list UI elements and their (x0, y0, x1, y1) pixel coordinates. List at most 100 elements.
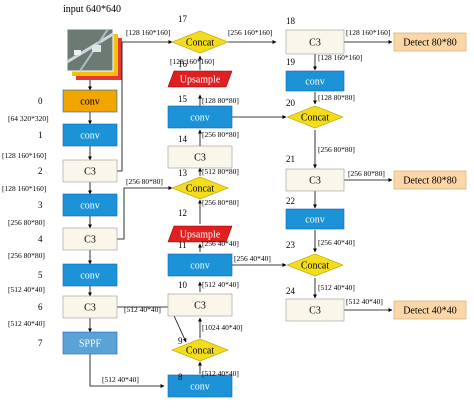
block-label: C3 (309, 176, 321, 187)
block-index: 16 (178, 59, 188, 69)
dimension-label: [128 160*160] (346, 28, 390, 37)
concat-diamond (171, 338, 229, 362)
block-index: 12 (178, 208, 187, 218)
dimension-label: [128 80*80] (318, 93, 355, 102)
block-label: conv (80, 97, 99, 108)
concat-diamond (171, 176, 229, 200)
c3-box (285, 298, 345, 322)
dimension-label: [256 40*40] (318, 238, 355, 247)
dimension-label: [512 40*40] (8, 319, 45, 328)
dimension-label: [256 80*80] (202, 130, 239, 139)
detect-label: Detect 80*80 (403, 176, 457, 187)
block-label: C3 (84, 167, 96, 178)
detect-head: Detect 40*40 (393, 300, 467, 320)
conv-box (62, 263, 118, 287)
block-index: 21 (286, 154, 295, 164)
block-index: 23 (286, 240, 296, 250)
dimension-label: [512 40*40] (102, 375, 139, 384)
block-index: 7 (38, 338, 43, 348)
block-label: Upsample (180, 75, 221, 86)
block-label: conv (80, 271, 99, 282)
concat-diamond (286, 105, 344, 129)
block-label: Concat (301, 113, 330, 124)
dimension-label: [128 80*80] (202, 96, 239, 105)
block-label: SPPF (79, 339, 102, 350)
block-16: Upsample 16 (167, 59, 233, 88)
dimension-label: [128 160*160] (126, 28, 170, 37)
dimension-label: [128 160*160] (2, 151, 46, 160)
block-label: conv (80, 201, 99, 212)
dimension-label: [512 40*40] (318, 283, 355, 292)
c3-box (285, 168, 345, 192)
conv-box (167, 374, 233, 398)
dimension-label: [1024 40*40] (202, 323, 243, 332)
detect-box (393, 300, 467, 320)
concat-diamond (171, 30, 229, 54)
input-image (66, 28, 122, 80)
block-index: 11 (178, 240, 187, 250)
block-label: C3 (194, 153, 206, 164)
block-label: conv (190, 113, 209, 124)
dimension-label: [128 160*160] (318, 53, 362, 62)
block-index: 10 (178, 280, 188, 290)
c3-box (167, 293, 233, 317)
dimension-label: [256 40*40] (234, 254, 271, 263)
block-index: 18 (286, 16, 296, 26)
dimension-label: [128 160*160] (2, 184, 46, 193)
detect-head: Detect 80*80 (393, 170, 467, 190)
dimension-label: [128 160*160] (170, 57, 214, 66)
block-label: Concat (186, 346, 215, 357)
block-index: 22 (286, 196, 295, 206)
detect-box (393, 170, 467, 190)
dimension-label: [512 40*40] (346, 297, 383, 306)
block-label: C3 (309, 306, 321, 317)
input-label: input 640*640 (63, 4, 121, 15)
block-index: 13 (178, 168, 188, 178)
conv-box (285, 208, 345, 230)
block-label: conv (80, 131, 99, 142)
block-label: C3 (84, 303, 96, 314)
block-label: C3 (84, 235, 96, 246)
block-0: conv 0 (38, 89, 118, 113)
block-4: C34 (38, 227, 118, 251)
block-index: 20 (286, 98, 296, 108)
block-index: 2 (38, 166, 43, 176)
dimension-label: [256 40*40] (202, 239, 239, 248)
detect-label: Detect 80*80 (403, 38, 457, 49)
block-index: 9 (178, 336, 183, 346)
block-index: 5 (38, 270, 43, 280)
upsample-shape (167, 70, 233, 88)
block-2: C3 2 (38, 159, 118, 183)
dimension-label: [512 80*80] (202, 167, 239, 176)
upsample-shape (167, 225, 233, 243)
block-12: Upsample 12 (167, 208, 233, 243)
dimension-label: [512 40*40] (202, 280, 239, 289)
dimension-label: [256 80*80] (202, 198, 239, 207)
block-label: Concat (186, 38, 215, 49)
block-index: 0 (38, 96, 43, 106)
block-label: Concat (186, 184, 215, 195)
block-index: 15 (178, 94, 188, 104)
block-7: SPPF 7 (38, 331, 118, 355)
conv-box (62, 193, 118, 217)
c3-box (285, 29, 345, 55)
block-label: Concat (301, 261, 330, 272)
block-label: C3 (309, 38, 321, 49)
block-index: 19 (286, 57, 296, 67)
c3-box (62, 295, 118, 319)
input-photo (66, 28, 114, 72)
block-label: Upsample (180, 230, 221, 241)
block-index: 8 (178, 372, 183, 382)
dimension-label: [256 160*160] (228, 28, 272, 37)
